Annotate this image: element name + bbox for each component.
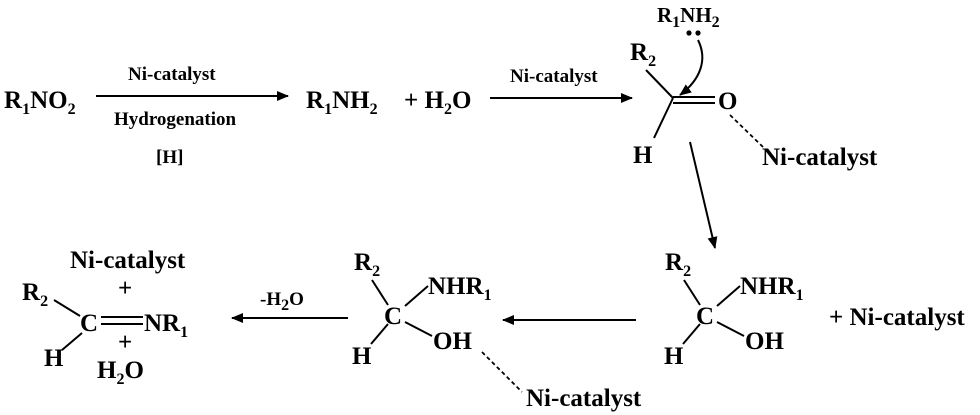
aldehyde-r-bond (645, 69, 674, 99)
coordinated-hemiaminal-r2: R2 (354, 249, 380, 280)
hemiaminal-oh-bond (716, 321, 745, 337)
coordinated-hemiaminal-oh-bond (404, 321, 433, 337)
oh-catalyst-coordination-bond (481, 351, 523, 393)
plus-sign-1: + (118, 275, 132, 302)
coordinated-hemiaminal-oh: OH (433, 328, 472, 355)
plus-sign-2: + (118, 329, 132, 356)
product-amine: R1NH2 (306, 87, 378, 118)
coordinated-hemiaminal-h: H (352, 343, 372, 370)
imine-r-bond (53, 299, 81, 317)
attacking-amine: R1NH2 (657, 3, 720, 31)
coordinated-hemiaminal-h-bond (370, 323, 389, 345)
reactant-nitro: R1NO2 (4, 87, 76, 118)
aldehyde-h-bond (653, 97, 674, 139)
coordinated-hemiaminal-nhr1: NHR1 (428, 273, 492, 304)
hydrogenation-label: Hydrogenation (114, 109, 237, 130)
hemiaminal-r-bond (683, 279, 701, 306)
released-catalyst: + Ni-catalyst (829, 304, 965, 331)
water-product: H2O (97, 357, 144, 388)
catalyst-coordination-bond (729, 114, 765, 149)
catalyst-regenerated: Ni-catalyst (70, 247, 186, 274)
hemiaminal-nhr1: NHR1 (740, 273, 804, 304)
hydrogenation-catalyst-label: Ni-catalyst (128, 64, 216, 85)
aldehyde-r2: R2 (630, 39, 656, 70)
coordinated-hemiaminal-carbon: C (384, 303, 402, 330)
coordinated-catalyst: Ni-catalyst (762, 144, 878, 171)
imine-carbon: C (80, 310, 98, 337)
carbonyl-oxygen: O (718, 88, 737, 115)
to-hemiaminal-arrow (689, 141, 718, 249)
hemiaminal-carbon: C (696, 303, 714, 330)
imine-h-bond (61, 332, 83, 351)
imine-r2: R2 (22, 279, 48, 310)
lone-pair-dot (686, 30, 692, 36)
imine-nr1: NR1 (144, 310, 188, 341)
lone-pair-dot (695, 30, 701, 36)
coordinated-hemiaminal-r-bond (371, 279, 389, 306)
hemiaminal-oh: OH (745, 328, 784, 355)
dehydration-label: -H2O (260, 289, 304, 314)
oh-coordinated-catalyst: Ni-catalyst (526, 385, 642, 412)
hemiaminal-h: H (664, 343, 684, 370)
hemiaminal-r2: R2 (665, 249, 691, 280)
nucleophilic-attack-arrow (679, 39, 704, 96)
addition-catalyst-label: Ni-catalyst (510, 66, 598, 87)
hemiaminal-n-bond (716, 285, 741, 307)
coordinated-hemiaminal-n-bond (404, 285, 429, 307)
hemiaminal-h-bond (682, 323, 701, 345)
aldehyde-hydrogen: H (633, 142, 653, 169)
hydrogen-label: [H] (156, 147, 183, 168)
water-byproduct: + H2O (404, 87, 471, 118)
imine-hydrogen: H (44, 345, 64, 372)
